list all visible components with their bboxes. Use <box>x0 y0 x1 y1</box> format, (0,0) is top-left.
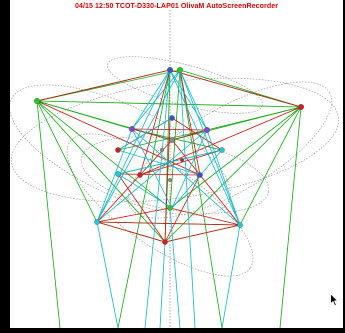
node-small-2 <box>180 158 184 162</box>
node-lower-center <box>167 205 172 210</box>
orbit-group <box>10 45 343 301</box>
node-mid-left <box>115 147 120 152</box>
mouse-pointer-icon <box>330 293 339 307</box>
wireframe-figure <box>10 0 343 328</box>
node-bottom-left <box>94 219 99 224</box>
node-upper-right <box>204 127 210 133</box>
node-inner-right <box>197 172 202 177</box>
node-center <box>169 137 174 142</box>
node-left <box>34 98 40 104</box>
node-apex-right <box>177 67 183 73</box>
node-bottom-right <box>237 222 242 227</box>
drawing-canvas[interactable]: 04/15 12:50 TCOT-D330-LAP01 OlivaM AutoS… <box>10 0 343 328</box>
node-right <box>298 104 304 110</box>
node-upper-left <box>129 126 135 132</box>
orbit-top <box>103 45 268 125</box>
node-lower-left-mid <box>115 171 120 176</box>
node-inner-left <box>137 172 142 177</box>
recorder-banner: 04/15 12:50 TCOT-D330-LAP01 OlivaM AutoS… <box>10 3 343 10</box>
node-small-3 <box>168 178 172 182</box>
node-apex-left <box>167 67 173 73</box>
node-mid-right <box>219 147 224 152</box>
orbit-tilted-left <box>10 59 248 242</box>
node-bottom <box>162 239 167 244</box>
node-center-top <box>169 115 174 120</box>
node-small-1 <box>160 148 164 152</box>
